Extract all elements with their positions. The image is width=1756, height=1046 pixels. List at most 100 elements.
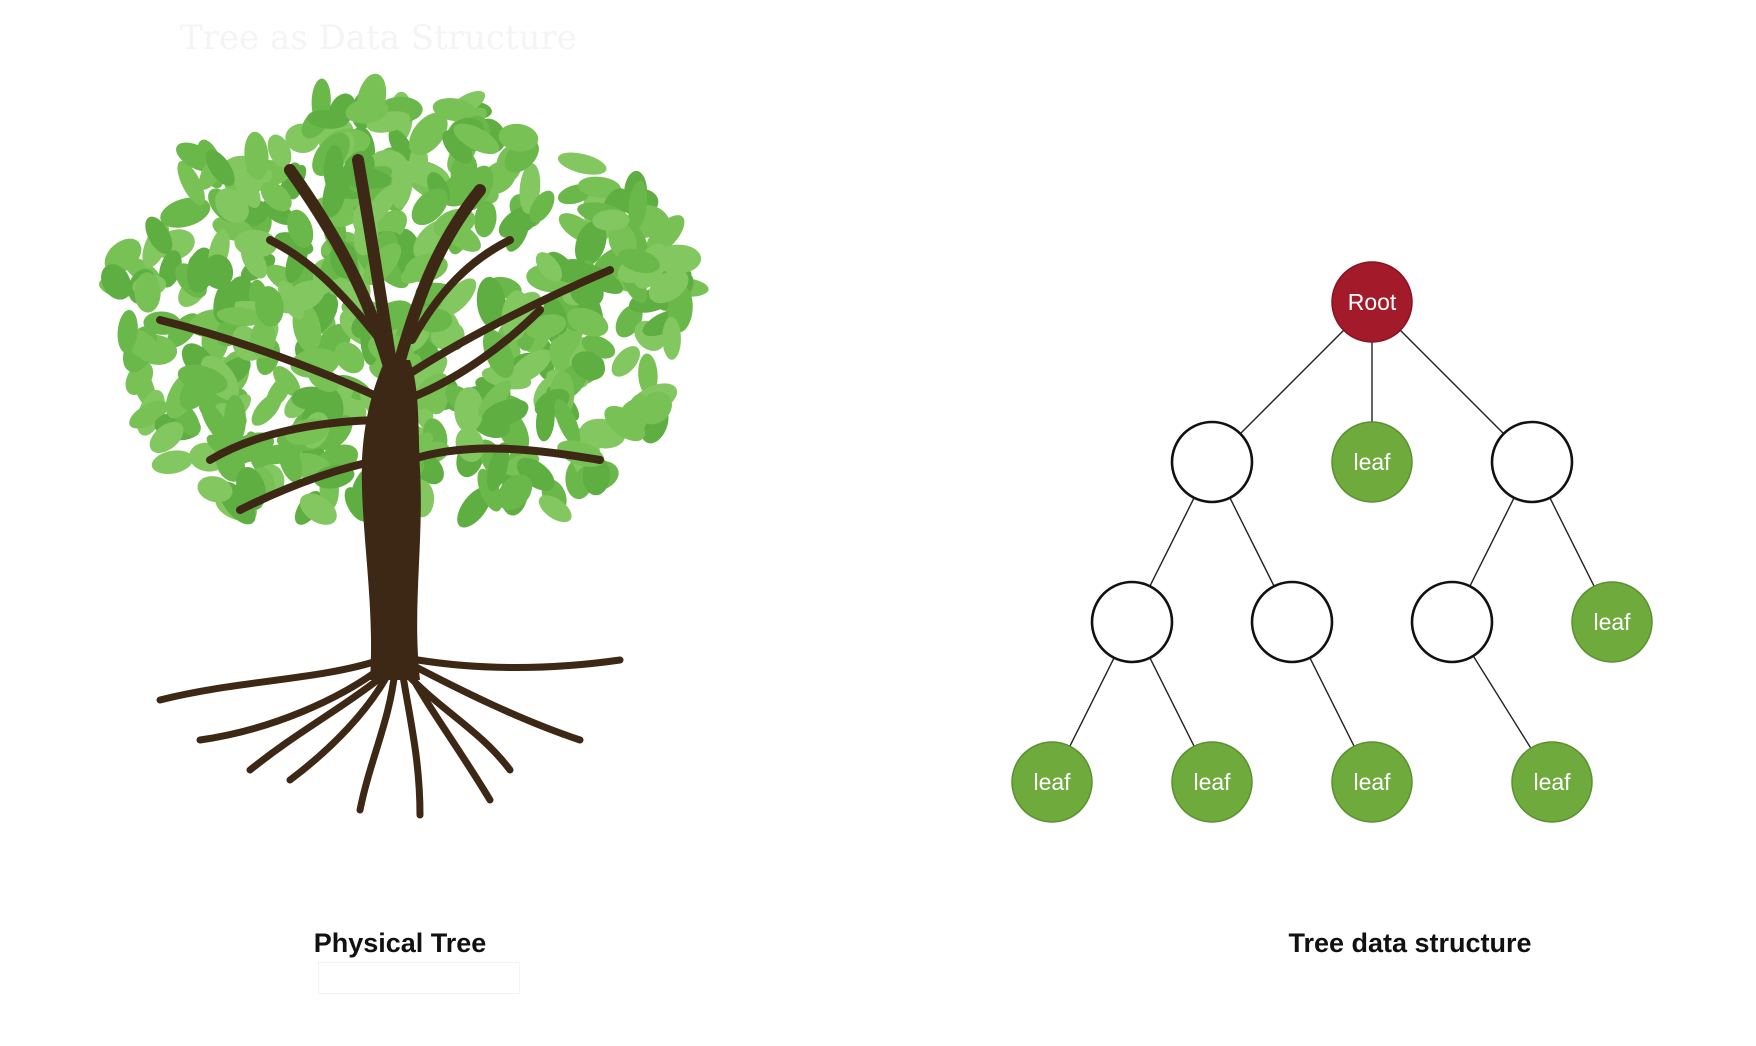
leaf-shape (205, 149, 235, 187)
node-label: leaf (1033, 769, 1071, 795)
leaf-shape (244, 131, 269, 180)
node-label: Root (1348, 289, 1397, 315)
leaf-shape (535, 252, 563, 282)
node-label: leaf (1353, 769, 1391, 795)
leaf-shape (453, 123, 500, 155)
node-circle (1090, 580, 1174, 664)
branch-shape (156, 316, 389, 404)
node-circle (1171, 741, 1253, 823)
leaf-shape (197, 476, 233, 503)
leaf-shape (323, 144, 344, 193)
leaf-shape (224, 394, 247, 444)
tree-diagram-svg: Root leaf leaf leaf leaf leaf leaf (1011, 261, 1653, 823)
leaf-shape (498, 123, 539, 152)
leaf-shape (617, 248, 660, 274)
tree-nodes: Root leaf leaf leaf leaf leaf leaf (1011, 261, 1653, 823)
leaf-shape (101, 264, 132, 300)
branch-shape (352, 154, 398, 376)
node-circle (1331, 261, 1413, 343)
leaf-shape (409, 355, 448, 394)
leaf-shape (516, 457, 555, 491)
leaf-shape (129, 400, 168, 429)
leaf-shape (160, 197, 211, 228)
root-shape (196, 661, 389, 744)
root-shape (356, 666, 399, 814)
leaf-shape (440, 278, 477, 317)
tree-data-structure-caption: Tree data structure (1288, 928, 1532, 958)
tree-edge-n6-n11 (1472, 655, 1532, 749)
leaf-shape (177, 364, 228, 394)
leaf-shape (571, 351, 606, 381)
leaf-shape (637, 391, 672, 425)
physical-tree-caption: Physical Tree (313, 928, 487, 958)
leaf-shape (477, 468, 502, 512)
leaf-shape (476, 276, 506, 329)
leaf-shape (474, 200, 497, 238)
leaf-shape (567, 307, 609, 337)
internal-node (1410, 580, 1494, 664)
leaf-shape (662, 316, 681, 360)
leaf-shape (232, 167, 261, 209)
node-label: leaf (1353, 449, 1391, 475)
leaf-shape (478, 380, 512, 419)
branch-shape (408, 236, 514, 344)
leaf-shape (611, 346, 640, 377)
leaf-shape (529, 190, 555, 223)
leaf-shape (454, 387, 484, 433)
tree-edge-n1-n5 (1229, 497, 1275, 587)
root-shape (156, 656, 384, 704)
leaf-shape (553, 259, 590, 283)
leaf-shape (159, 250, 182, 288)
tree-edge-root-n1 (1239, 329, 1345, 435)
leaf-shape (151, 450, 194, 475)
tree-edges (1069, 329, 1595, 749)
internal-node (1090, 580, 1174, 664)
node-label: leaf (1593, 609, 1631, 635)
leaf-node: leaf (1331, 741, 1413, 823)
internal-node (1490, 420, 1574, 504)
leaf-shape (145, 216, 173, 254)
leaf-shape (388, 128, 415, 164)
leaf-node: leaf (1511, 741, 1593, 823)
leaf-shape (287, 209, 314, 248)
leaf-shape (260, 181, 292, 212)
node-circle (1571, 581, 1653, 663)
leaf-shape (628, 181, 648, 229)
branch-shape (236, 456, 384, 514)
leaf-shape (592, 209, 630, 231)
leaf-shape (299, 493, 337, 525)
branch-shape (206, 416, 394, 464)
root-shape (414, 656, 624, 671)
leaf-shape (187, 253, 216, 287)
leaf-shape (267, 134, 292, 168)
leaf-node: leaf (1171, 741, 1253, 823)
leaf-shape (255, 286, 284, 327)
leaf-node: leaf (1571, 581, 1653, 663)
leaf-shape (442, 130, 473, 164)
leaf-shape (486, 442, 510, 492)
branch-shape (394, 184, 486, 366)
leaf-shape (215, 188, 249, 224)
leaf-node: leaf (1011, 741, 1093, 823)
tree-edge-n3-n6 (1469, 497, 1515, 587)
leaf-shape (306, 110, 349, 129)
node-circle (1170, 420, 1254, 504)
leaf-shape (577, 176, 622, 198)
leaf-shape (411, 188, 448, 226)
trunk-shape (361, 360, 421, 680)
node-label: leaf (1193, 769, 1231, 795)
root-shape (286, 666, 394, 784)
leaf-shape (538, 495, 572, 523)
leaf-shape (134, 272, 161, 313)
internal-node (1170, 420, 1254, 504)
node-circle (1331, 421, 1413, 503)
leaf-shape (117, 309, 138, 353)
node-circle (1011, 741, 1093, 823)
leaf-shape (334, 341, 365, 374)
leaf-shape (638, 353, 658, 396)
node-label: leaf (1533, 769, 1571, 795)
leaf-shape (284, 280, 325, 312)
tree-edge-n3-n7 (1549, 497, 1595, 587)
internal-node (1250, 580, 1334, 664)
tree-icon (99, 73, 709, 819)
